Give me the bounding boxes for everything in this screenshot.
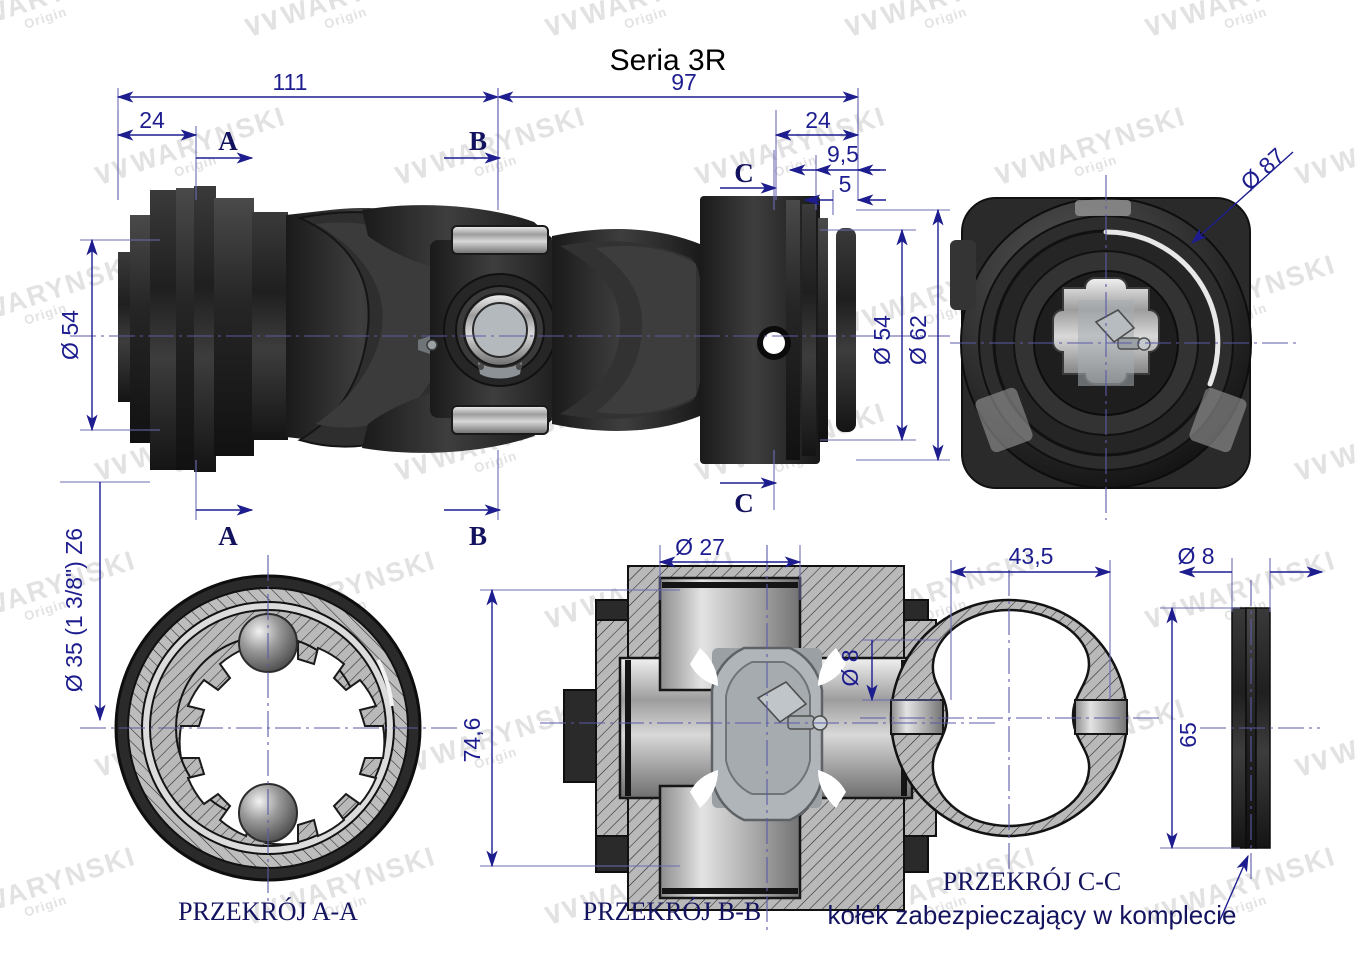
caption-section-cc-sub: kołek zabezpieczający w komplecie xyxy=(828,900,1237,930)
dimension-dia-54-left: Ø 54 xyxy=(57,238,160,432)
caption-section-bb: PRZEKRÓJ B-B xyxy=(583,897,761,926)
page-title: Seria 3R xyxy=(610,44,727,77)
section-letter-a-bottom: A xyxy=(218,521,238,551)
section-letter-b-bottom: B xyxy=(469,521,487,551)
dim-label-dia-8-horizontal: Ø 8 xyxy=(1177,543,1214,569)
dim-label-dia-87: Ø 87 xyxy=(1235,143,1289,196)
dim-label-111: 111 xyxy=(273,69,308,95)
dimension-dia-27: Ø 27 xyxy=(658,534,802,600)
section-letter-c-top: C xyxy=(734,158,754,188)
dim-label-24-right: 24 xyxy=(805,107,831,133)
caption-section-aa: PRZEKRÓJ A-A xyxy=(178,897,358,926)
dimension-74-6: 74,6 xyxy=(459,588,680,868)
dimension-dia-8-horizontal: Ø 8 xyxy=(1177,543,1324,612)
dimension-dia-35-z6: Ø 35 (1 3/8") Z6 xyxy=(60,481,150,722)
dim-label-dia-62: Ø 62 xyxy=(905,315,931,365)
dim-label-65: 65 xyxy=(1175,722,1201,748)
section-marker-a-bottom: A xyxy=(195,460,254,551)
caption-section-cc: PRZEKRÓJ C-C xyxy=(943,867,1121,896)
dim-label-dia-27: Ø 27 xyxy=(675,534,725,560)
section-marker-c-bottom: C xyxy=(720,450,778,518)
dimension-24-right: 24 xyxy=(774,88,860,200)
section-letter-c-bottom: C xyxy=(734,488,754,518)
dimension-dia-62: Ø 62 xyxy=(856,208,950,462)
section-marker-b-bottom: B xyxy=(444,450,502,551)
dimension-65: 65 xyxy=(1160,606,1240,850)
dim-label-9-5: 9,5 xyxy=(827,141,859,167)
dim-label-74-6: 74,6 xyxy=(459,718,485,763)
dim-label-dia-35-z6: Ø 35 (1 3/8") Z6 xyxy=(61,528,87,692)
dimension-24-left: 24 xyxy=(116,107,198,200)
dim-label-43-5: 43,5 xyxy=(1009,543,1054,569)
section-marker-a-top: A xyxy=(196,126,254,164)
dim-label-dia-8-vertical: Ø 8 xyxy=(837,649,863,686)
section-letter-a-top: A xyxy=(218,126,238,156)
dim-label-dia-54-left: Ø 54 xyxy=(57,310,83,360)
section-letter-b-top: B xyxy=(469,126,487,156)
dimension-5: 5 xyxy=(803,171,886,215)
dim-label-97: 97 xyxy=(671,69,697,95)
dimension-dia-54-right: Ø 54 xyxy=(820,228,916,442)
dimension-dia-8-vertical: Ø 8 xyxy=(837,639,940,702)
main-assembly-drawing xyxy=(118,186,1252,489)
dimension-43-5: 43,5 xyxy=(949,543,1112,700)
section-marker-c-top: C xyxy=(720,150,778,210)
dim-label-5: 5 xyxy=(839,171,852,197)
dim-label-24-left: 24 xyxy=(139,107,165,133)
dimension-dia-87: Ø 87 xyxy=(1190,143,1294,244)
pin-leader xyxy=(1219,854,1249,921)
section-marker-b-top: B xyxy=(444,88,502,210)
dim-label-dia-54-right: Ø 54 xyxy=(869,315,895,365)
